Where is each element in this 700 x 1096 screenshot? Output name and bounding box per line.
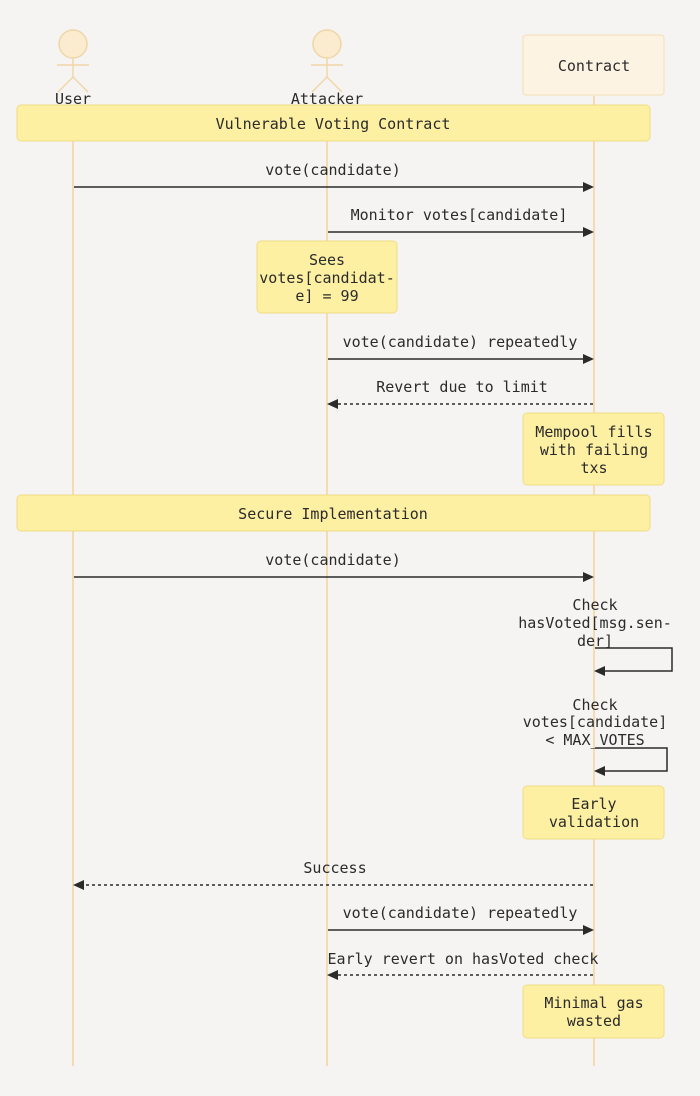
msg-check-hasvoted-line2: hasVoted[msg.sen- — [518, 614, 672, 632]
msg-early-revert-label: Early revert on hasVoted check — [328, 950, 599, 968]
note-minimal-gas-line1: Minimal gas — [544, 994, 643, 1012]
msg-check-maxvotes-line1: Check — [572, 696, 617, 714]
user-actor-icon — [57, 29, 89, 93]
note-minimal-gas — [522, 984, 665, 1039]
note-sees-votes-line2: votes[candidat- — [259, 269, 394, 287]
msg-attacker-repeat-label: vote(candidate) repeatedly — [343, 333, 578, 351]
secure-section-title: Secure Implementation — [238, 505, 428, 523]
note-mempool-line1: Mempool fills — [535, 423, 652, 441]
note-mempool-line2: with failing — [540, 441, 648, 459]
msg-success-label: Success — [303, 859, 366, 877]
contract-label: Contract — [558, 57, 630, 75]
user-label: User — [55, 90, 91, 108]
msg-attacker-repeat-secure-label: vote(candidate) repeatedly — [343, 904, 578, 922]
attacker-actor-icon — [311, 29, 343, 93]
msg-check-hasvoted-line1: Check — [572, 596, 617, 614]
note-sees-votes — [256, 240, 398, 314]
msg-revert-label: Revert due to limit — [376, 378, 548, 396]
msg-monitor-label: Monitor votes[candidate] — [351, 206, 568, 224]
note-early-validation-line1: Early — [571, 795, 616, 813]
note-minimal-gas-line2: wasted — [567, 1012, 621, 1030]
msg-user-vote-label: vote(candidate) — [265, 161, 400, 179]
secure-section-box — [16, 494, 651, 532]
note-sees-votes-line3: e] = 99 — [295, 287, 358, 305]
contract-participant-box — [522, 34, 665, 96]
note-early-validation-line2: validation — [549, 813, 639, 831]
msg-check-hasvoted-arrow — [595, 647, 673, 672]
vulnerable-section-title: Vulnerable Voting Contract — [216, 115, 451, 133]
msg-check-maxvotes-line2: votes[candidate] — [523, 713, 668, 731]
note-sees-votes-line1: Sees — [309, 251, 345, 269]
vulnerable-section-box — [16, 104, 651, 142]
note-early-validation — [522, 785, 665, 840]
msg-check-maxvotes-line3: < MAX_VOTES — [545, 731, 644, 749]
note-mempool-line3: txs — [580, 459, 607, 477]
note-mempool — [522, 412, 665, 486]
msg-user-vote-secure-label: vote(candidate) — [265, 551, 400, 569]
msg-check-hasvoted-line3: der] — [577, 632, 613, 650]
attacker-label: Attacker — [291, 90, 363, 108]
msg-check-maxvotes-arrow — [595, 747, 668, 772]
